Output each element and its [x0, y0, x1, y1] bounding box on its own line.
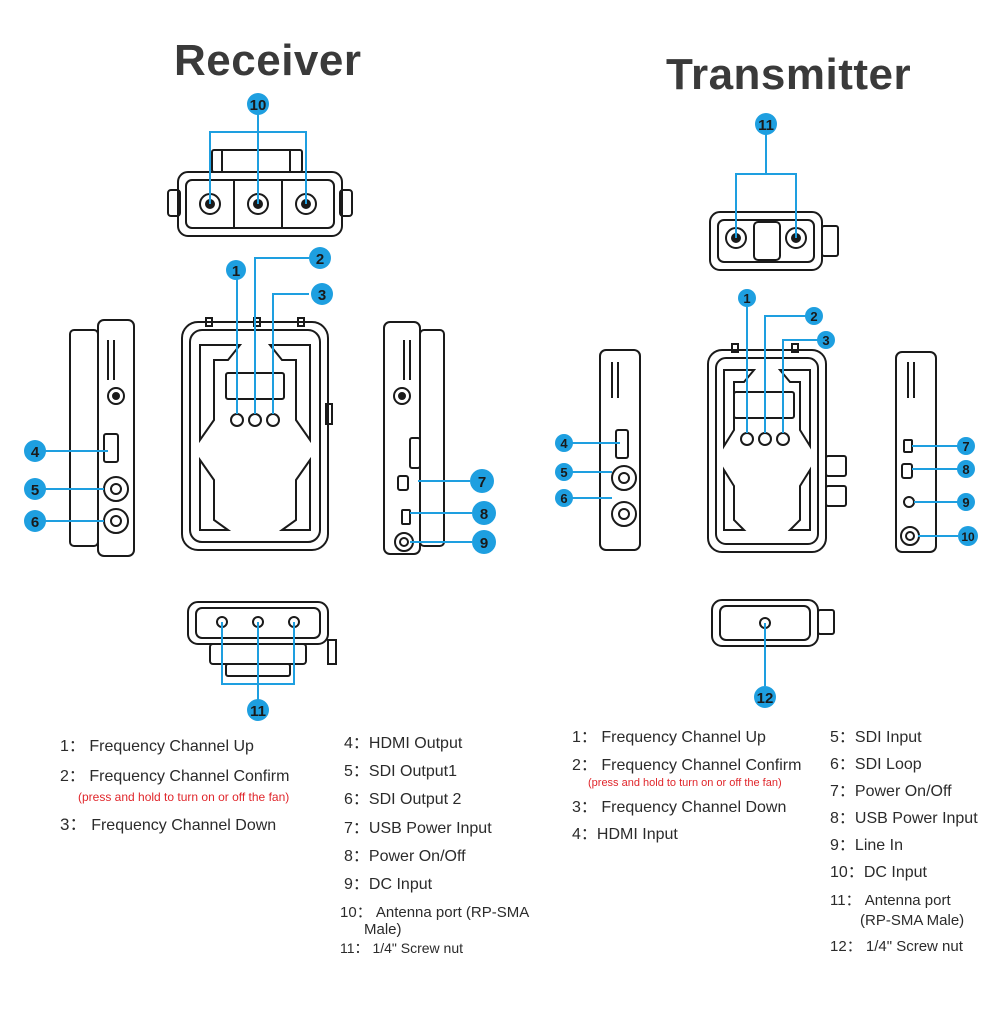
transmitter-legend-3: 3： Frequency Channel Down — [572, 799, 787, 816]
transmitter-legend-8: 8：USB Power Input — [830, 810, 978, 827]
transmitter-bottom-view — [711, 599, 835, 647]
svg-text:5: 5 — [31, 482, 39, 499]
svg-text:3: 3 — [318, 287, 326, 304]
transmitter-badge-6: 6 — [555, 489, 573, 507]
receiver-legend-11: 11： 1/4" Screw nut — [340, 940, 464, 956]
callout-badges: 10 1 2 3 4 5 6 7 8 9 11 11 1 2 3 4 5 6 7… — [24, 93, 978, 721]
transmitter-badge-9: 9 — [957, 493, 975, 511]
receiver-badge-4: 4 — [24, 440, 46, 462]
transmitter-right-side — [895, 351, 937, 553]
receiver-badge-11: 11 — [247, 699, 269, 721]
receiver-badge-8: 8 — [472, 501, 496, 525]
transmitter-badge-8: 8 — [957, 460, 975, 478]
transmitter-badge-10: 10 — [958, 526, 978, 546]
svg-text:11: 11 — [250, 703, 266, 720]
receiver-title: Receiver — [174, 36, 362, 85]
transmitter-legend-10: 10：DC Input — [830, 864, 927, 881]
transmitter-badge-5: 5 — [555, 463, 573, 481]
callout-lines — [44, 112, 958, 700]
svg-text:9: 9 — [962, 495, 969, 510]
svg-text:8: 8 — [480, 506, 488, 523]
transmitter-badge-12: 12 — [754, 686, 776, 708]
transmitter-badge-11: 11 — [755, 113, 777, 135]
svg-text:6: 6 — [560, 491, 567, 506]
svg-text:7: 7 — [962, 439, 969, 454]
receiver-badge-6: 6 — [24, 510, 46, 532]
receiver-legend-1: 1： Frequency Channel Up — [60, 738, 254, 755]
transmitter-left-side — [599, 349, 641, 551]
receiver-badge-7: 7 — [470, 469, 494, 493]
transmitter-badge-1: 1 — [738, 289, 756, 307]
transmitter-legend-6: 6：SDI Loop — [830, 756, 922, 773]
transmitter-legend-7: 7：Power On/Off — [830, 783, 952, 800]
svg-text:7: 7 — [478, 474, 486, 491]
svg-text:8: 8 — [962, 462, 969, 477]
receiver-legend-2: 2： Frequency Channel Confirm — [60, 768, 290, 785]
receiver-legend-5: 5：SDI Output1 — [344, 763, 457, 780]
receiver-legend-4: 4：HDMI Output — [344, 735, 463, 752]
receiver-legend-10: 10： Antenna port (RP-SMA — [340, 904, 530, 921]
transmitter-legend-1: 1： Frequency Channel Up — [572, 729, 766, 746]
receiver-badge-2: 2 — [309, 247, 331, 269]
svg-text:1: 1 — [743, 291, 750, 306]
receiver-badge-3: 3 — [311, 283, 333, 305]
transmitter-legend-11: 11： Antenna port — [830, 892, 951, 909]
svg-text:11: 11 — [758, 117, 774, 134]
transmitter-legend-4: 4：HDMI Input — [572, 826, 678, 843]
transmitter-front-view — [707, 343, 847, 553]
transmitter-top-view — [709, 211, 839, 271]
receiver-badge-5: 5 — [24, 478, 46, 500]
transmitter-legend-5: 5：SDI Input — [830, 729, 922, 746]
svg-text:6: 6 — [31, 514, 39, 531]
svg-text:5: 5 — [560, 465, 567, 480]
svg-text:9: 9 — [480, 535, 488, 552]
transmitter-badge-3: 3 — [817, 331, 835, 349]
svg-text:2: 2 — [316, 251, 324, 268]
transmitter-title: Transmitter — [666, 50, 912, 99]
receiver-legend-2-note: (press and hold to turn on or off the fa… — [78, 790, 290, 804]
receiver-badge-10: 10 — [247, 93, 269, 115]
svg-text:10: 10 — [250, 97, 267, 114]
transmitter-badge-2: 2 — [805, 307, 823, 325]
receiver-legend-8: 8：Power On/Off — [344, 848, 466, 865]
transmitter-legend-9: 9：Line In — [830, 837, 903, 854]
receiver-front-view — [181, 317, 333, 551]
receiver-legend-10-line2: Male) — [364, 921, 402, 938]
svg-text:3: 3 — [822, 333, 829, 348]
transmitter-legend-2: 2： Frequency Channel Confirm — [572, 757, 802, 774]
transmitter-badge-4: 4 — [555, 434, 573, 452]
transmitter-legend-2-note: (press and hold to turn on or off the fa… — [588, 777, 782, 789]
receiver-legend-9: 9：DC Input — [344, 876, 433, 893]
svg-text:10: 10 — [961, 530, 975, 544]
receiver-legend-7: 7：USB Power Input — [344, 820, 492, 837]
receiver-right-side — [383, 321, 445, 555]
receiver-legend-3: 3： Frequency Channel Down — [60, 815, 277, 834]
svg-text:1: 1 — [232, 263, 240, 280]
receiver-bottom-view — [187, 601, 337, 677]
svg-text:4: 4 — [31, 444, 40, 461]
receiver-top-view — [167, 149, 353, 237]
transmitter-legend-12: 12： 1/4" Screw nut — [830, 938, 963, 955]
receiver-badge-1: 1 — [226, 260, 246, 280]
transmitter-legend-11-line2: (RP-SMA Male) — [860, 912, 965, 929]
svg-text:2: 2 — [810, 309, 817, 324]
svg-text:12: 12 — [757, 690, 774, 707]
svg-text:4: 4 — [560, 436, 568, 451]
transmitter-badge-7: 7 — [957, 437, 975, 455]
receiver-left-side — [69, 319, 135, 557]
receiver-legend-6: 6：SDI Output 2 — [344, 791, 462, 808]
receiver-badge-9: 9 — [472, 530, 496, 554]
